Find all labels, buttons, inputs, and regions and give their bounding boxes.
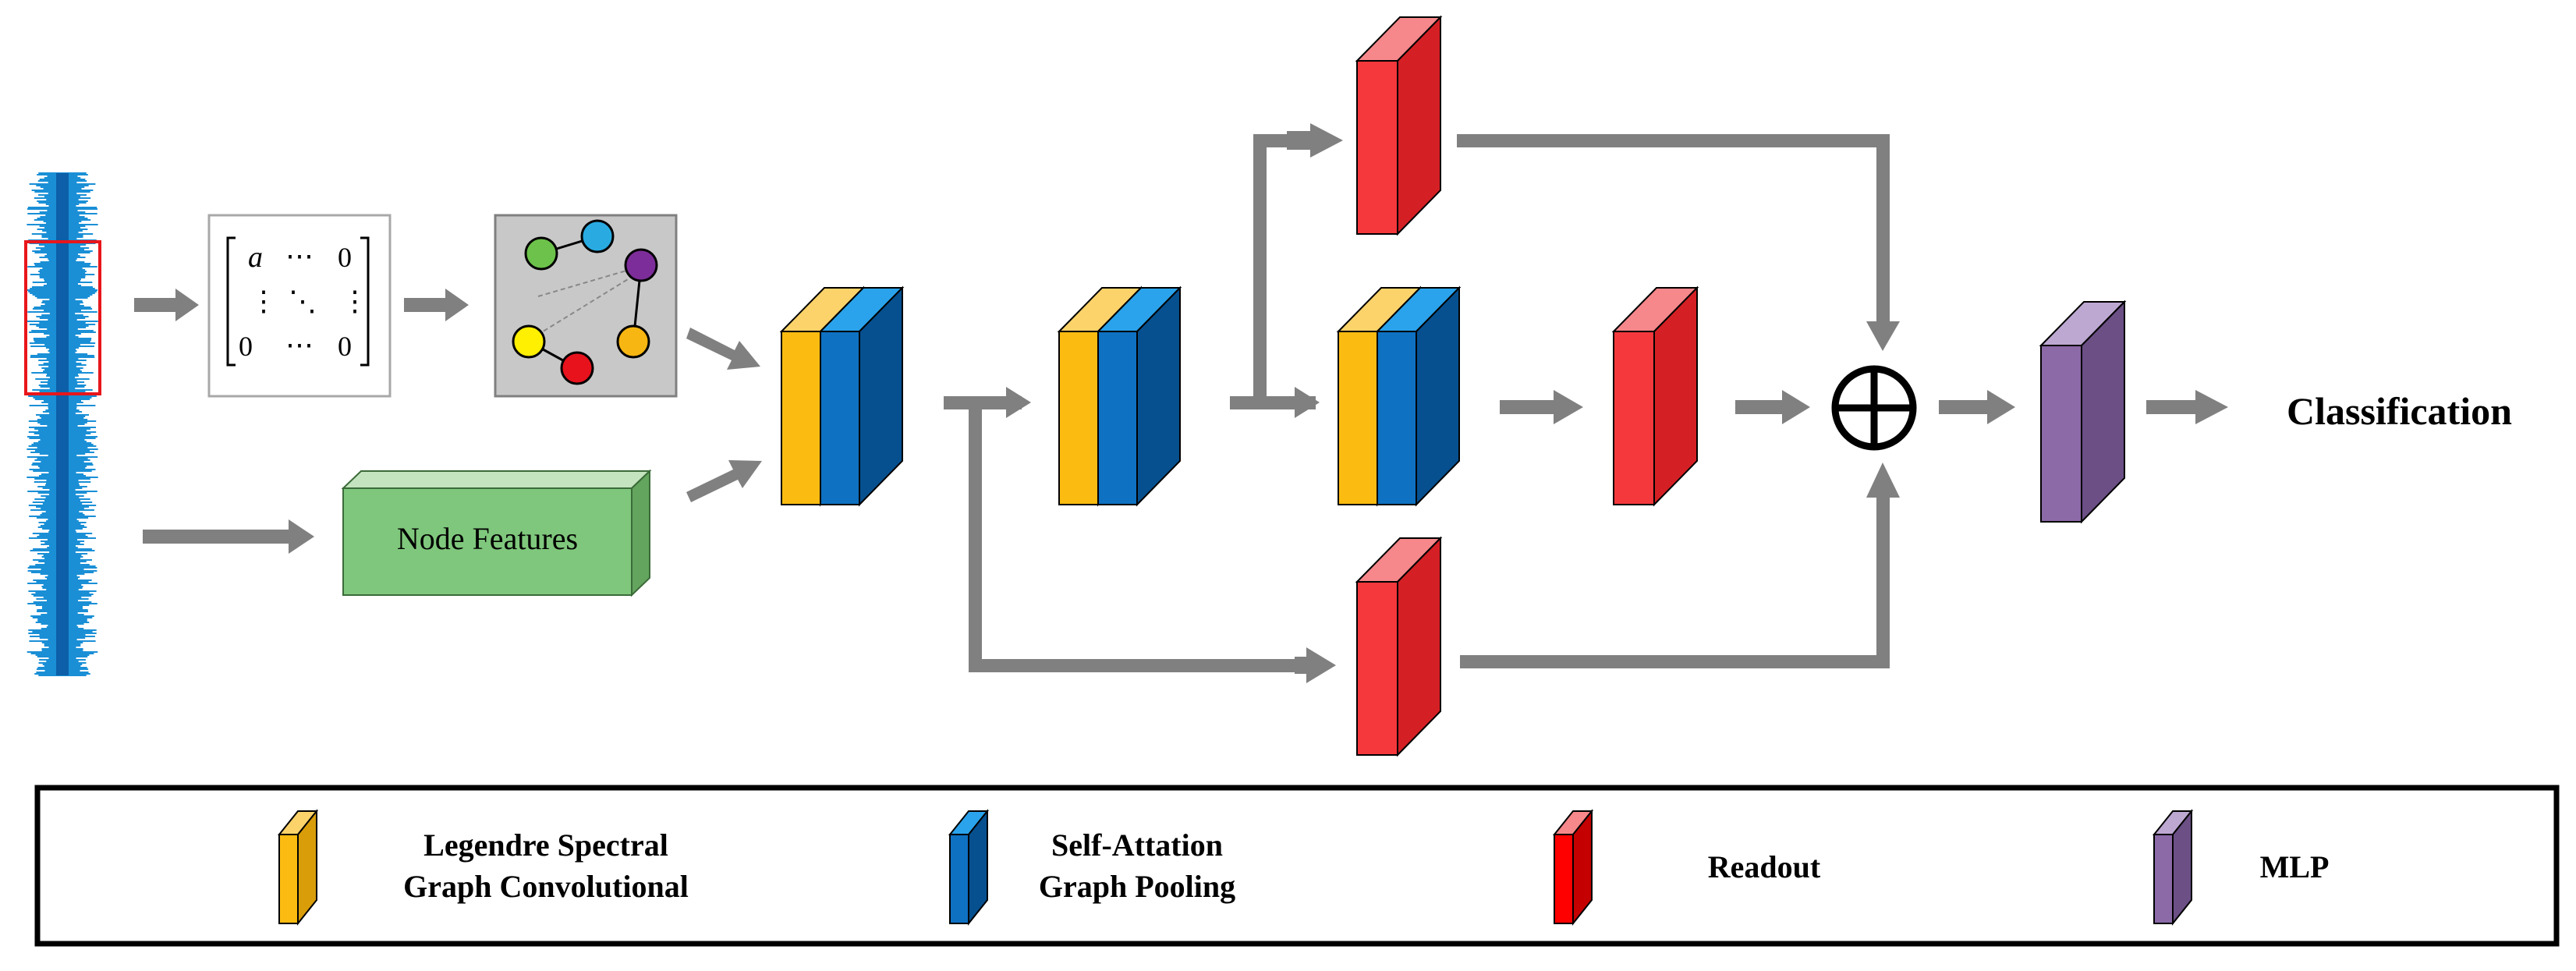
arrow-features-to-block1: [686, 460, 762, 502]
mlp-block: [2039, 299, 2127, 524]
arrow-top-to-sum: [1866, 321, 1900, 351]
arrow-to-top-readout: [1287, 123, 1343, 158]
arrow-matrix-to-graph: [404, 289, 469, 321]
matrix-cell-bot-left: 0: [239, 331, 253, 362]
matrix-cell-mid-right: ⋮: [341, 285, 369, 317]
legend-icons: [277, 809, 2194, 926]
graph-node-orange: [616, 324, 650, 359]
matrix-cell-top-right: 0: [338, 242, 352, 273]
block-3-pool-layer: [1377, 331, 1417, 505]
arrow-to-bottom-readout: [1295, 647, 1336, 683]
arrow-signal-to-node-features: [143, 519, 314, 554]
arrow-graph-to-block1: [686, 328, 760, 370]
arrow-bottom-horizontal: [1460, 655, 1890, 668]
arrow-branch-down: [969, 402, 982, 672]
block-2: [1057, 285, 1182, 507]
arrow-signal-to-matrix: [134, 289, 199, 321]
arrow-bottom-to-sum: [1866, 462, 1900, 498]
adjacency-matrix: a ⋯ 0 ⋮ ⋱ ⋮ 0 ⋯ 0: [207, 214, 392, 398]
arrow-top-vertical: [1876, 134, 1890, 335]
classification-label: Classification: [2287, 389, 2512, 433]
legend-item-1-line2: Graph Convolutional: [403, 869, 689, 904]
graph-structure: [494, 214, 678, 398]
arrow-branch-up: [1253, 134, 1267, 409]
yellow-block-icon: [277, 809, 319, 926]
legend-item-2-line1: Self-Attation: [1051, 827, 1223, 863]
signal-core: [56, 173, 69, 675]
blue-block-icon: [948, 809, 990, 926]
legend-item-1-line1: Legendre Spectral: [423, 827, 668, 863]
arrow-to-mid-readout: [1500, 390, 1583, 424]
arrow-sum-to-mlp: [1939, 390, 2015, 424]
readout-blocks: [1355, 15, 1699, 757]
block-2-pool-layer: [1097, 331, 1138, 505]
matrix-cell-top-mid: ⋯: [285, 240, 314, 271]
legend-item-3-label: Readout: [1708, 849, 1821, 884]
graph-node-cyan: [580, 219, 615, 253]
mlp-layer: [2039, 299, 2127, 524]
arrow-to-block2: [971, 387, 1031, 418]
flow-arrows: [134, 123, 2228, 683]
matrix-cell-bot-mid: ⋯: [285, 329, 314, 360]
block-1-pool-layer: [820, 331, 860, 505]
arrow-to-sum: [1735, 390, 1810, 424]
arrow-top-horizontal: [1457, 134, 1889, 147]
purple-block-icon: [2152, 809, 2194, 926]
legend-item-4-label: MLP: [2260, 849, 2330, 884]
arrow-bottom-vertical: [1876, 484, 1890, 668]
arrow-to-block3: [1279, 387, 1320, 418]
block-1: [779, 285, 905, 507]
signal-highlight-box: [24, 240, 101, 395]
node-features-label: Node Features: [397, 521, 578, 556]
sum-operator: [1831, 365, 1917, 451]
conv-pool-blocks: [779, 285, 1462, 507]
readout-bottom: [1355, 536, 1443, 757]
matrix-cell-bot-right: 0: [338, 331, 352, 362]
arrow-mlp-to-output: [2146, 390, 2228, 424]
graph-node-yellow: [512, 324, 546, 359]
graph-node-green: [524, 236, 558, 271]
block-3: [1336, 285, 1462, 507]
matrix-cell-mid-left: ⋮: [250, 285, 278, 317]
arrow-branch-bottom: [969, 659, 1304, 672]
readout-middle: [1611, 285, 1699, 507]
matrix-cell-mid-mid: ⋱: [289, 285, 317, 317]
readout-top: [1355, 15, 1443, 236]
matrix-cell-a: a: [248, 241, 263, 274]
node-features-block: Node Features: [341, 469, 652, 597]
legend: Legendre Spectral Graph Convolutional Se…: [34, 785, 2560, 947]
red-block-icon: [1552, 809, 1594, 926]
legend-item-2-line2: Graph Pooling: [1039, 869, 1235, 904]
graph-node-red: [560, 351, 594, 385]
graph-node-purple: [624, 248, 658, 282]
eeg-signal-waveform: [27, 172, 98, 676]
